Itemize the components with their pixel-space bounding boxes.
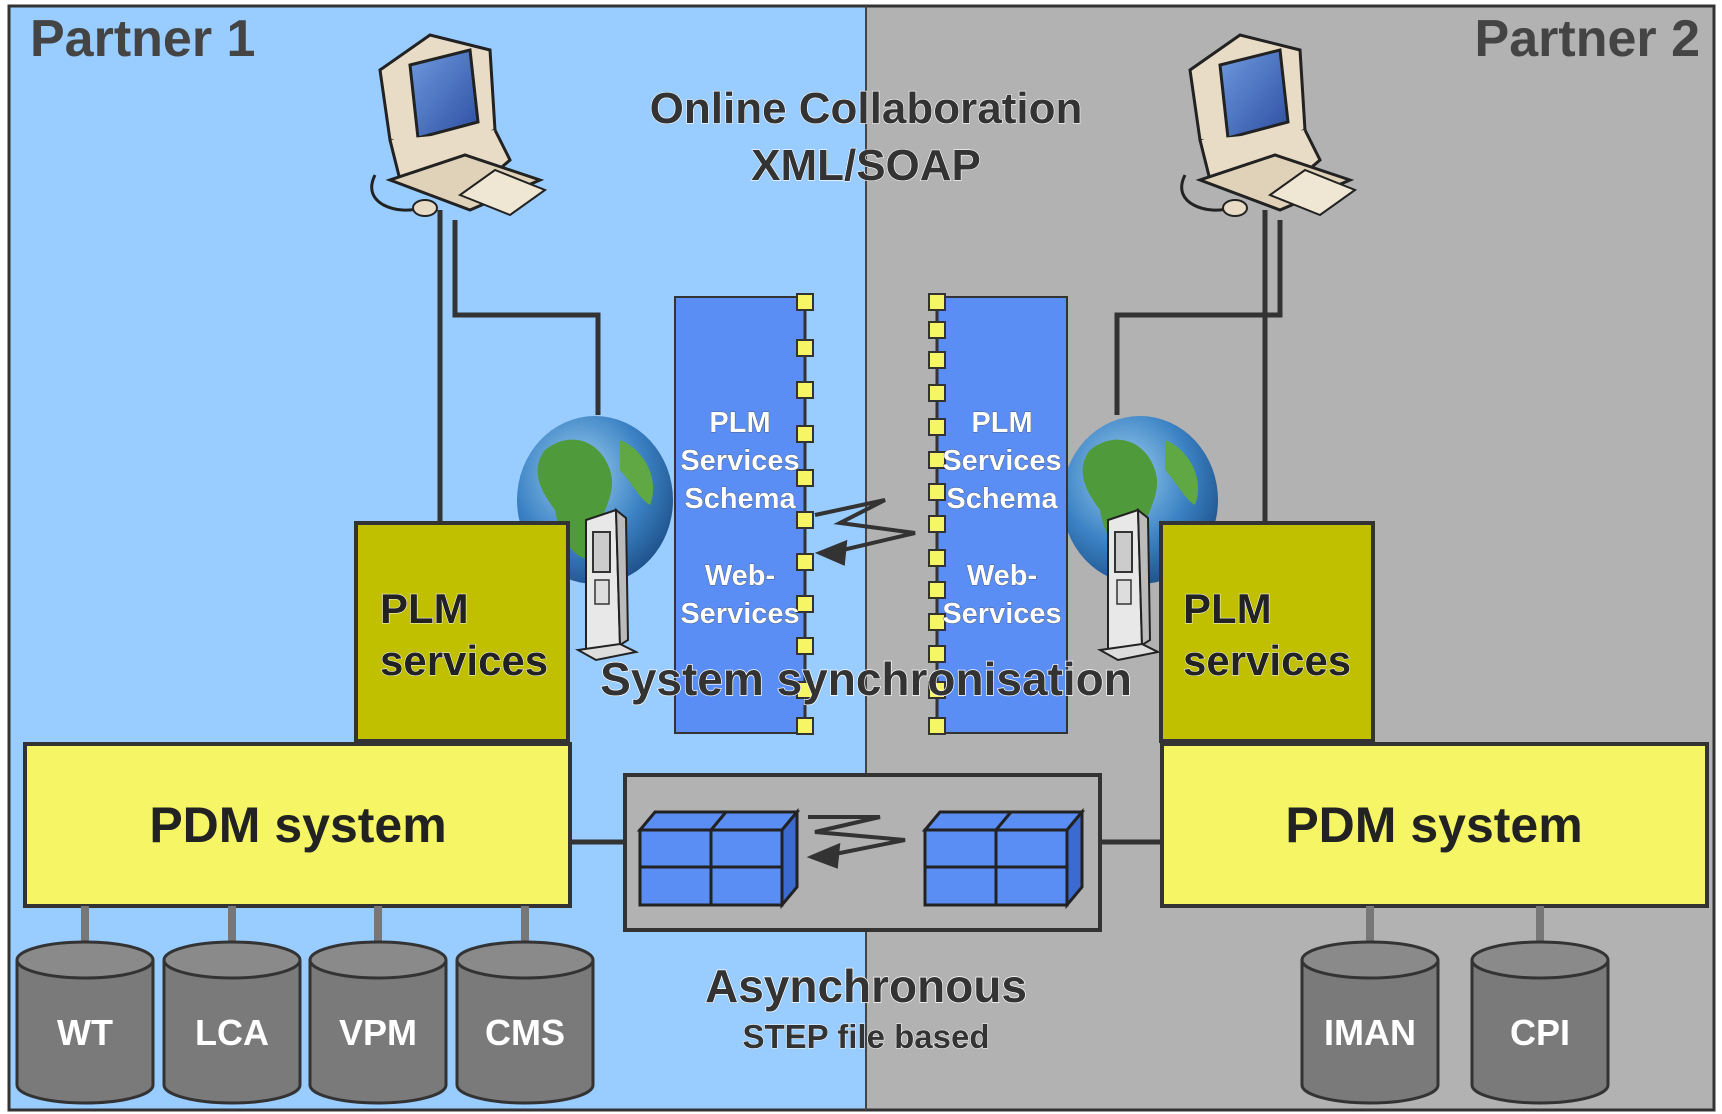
schema-left-line5: Services — [680, 598, 799, 630]
connector-port-left-10 — [796, 717, 814, 735]
plm-services-box-right — [1159, 521, 1375, 743]
connector-port-right-6 — [928, 483, 946, 501]
schema-left-line3: Schema — [684, 483, 796, 515]
schema-right-line4: Web- — [967, 560, 1037, 592]
connector-port-left-5 — [796, 511, 814, 529]
exchange-arrow-icon-sync — [814, 498, 916, 566]
connector-port-left-9 — [796, 681, 814, 699]
connector-port-left-2 — [796, 381, 814, 399]
schema-right-line3: Schema — [946, 483, 1058, 515]
pdm-box-right — [1160, 742, 1709, 908]
pdm-right-label: PDM system — [1285, 797, 1582, 853]
computer-icon-left — [370, 33, 548, 217]
connector-port-right-7 — [928, 515, 946, 533]
connector-port-right-1 — [928, 321, 946, 339]
connector-port-left-7 — [796, 595, 814, 613]
database-label-left-3: CMS — [485, 1012, 565, 1053]
schema-right-line1: PLM — [971, 407, 1032, 439]
connector-port-right-3 — [928, 384, 946, 402]
database-label-left-0: WT — [57, 1012, 113, 1053]
database-label-right-1: CPI — [1510, 1012, 1570, 1053]
database-label-left-1: LCA — [195, 1012, 269, 1053]
connector-port-left-1 — [796, 339, 814, 357]
connector-port-left-3 — [796, 425, 814, 443]
schema-panel-right — [936, 296, 1068, 734]
computer-icon-right — [1180, 33, 1358, 217]
database-icon-right-1: CPI — [1470, 906, 1610, 1105]
file-package-icon-right — [921, 807, 1086, 910]
sync-label: System synchronisation — [600, 653, 1132, 705]
database-icon-left-3: CMS — [455, 906, 595, 1105]
schema-panel-left — [674, 296, 806, 734]
online-collab-title: Online Collaboration — [650, 84, 1083, 133]
connector-port-left-4 — [796, 469, 814, 487]
connector-port-right-13 — [928, 717, 946, 735]
async-title: Asynchronous — [705, 960, 1027, 1012]
partner2-title: Partner 2 — [1475, 10, 1700, 68]
async-subtitle: STEP file based — [743, 1018, 990, 1055]
connector-port-left-0 — [796, 293, 814, 311]
pdm-left-label: PDM system — [149, 797, 446, 853]
database-icon-left-1: LCA — [162, 906, 302, 1105]
plm-right-line2: services — [1183, 637, 1351, 684]
connector-port-right-8 — [928, 549, 946, 567]
connector-port-right-9 — [928, 581, 946, 599]
connector-port-right-12 — [928, 681, 946, 699]
connector-port-right-5 — [928, 451, 946, 469]
partner1-title: Partner 1 — [30, 10, 255, 68]
connector-port-right-4 — [928, 418, 946, 436]
connector-port-right-11 — [928, 645, 946, 663]
connector-port-right-2 — [928, 351, 946, 369]
plm-services-box-left — [354, 521, 570, 743]
database-icon-right-0: IMAN — [1300, 906, 1440, 1105]
schema-left-line4: Web- — [705, 560, 775, 592]
server-icon-left — [574, 507, 640, 662]
database-icon-left-2: VPM — [308, 906, 448, 1105]
database-label-left-2: VPM — [339, 1012, 417, 1053]
schema-left-line1: PLM — [709, 407, 770, 439]
online-collab-protocol: XML/SOAP — [751, 141, 981, 190]
plm-left-line1: PLM — [380, 585, 469, 632]
database-label-right-0: IMAN — [1324, 1012, 1416, 1053]
plm-right-line1: PLM — [1183, 585, 1272, 632]
file-package-icon-left — [636, 807, 801, 910]
connector-port-left-8 — [796, 637, 814, 655]
schema-right-line5: Services — [942, 598, 1061, 630]
connector-port-right-10 — [928, 613, 946, 631]
server-icon-right — [1096, 507, 1162, 662]
schema-right-line2: Services — [942, 445, 1061, 477]
connector-port-right-0 — [928, 293, 946, 311]
connector-port-left-6 — [796, 553, 814, 571]
schema-left-line2: Services — [680, 445, 799, 477]
database-icon-left-0: WT — [15, 906, 155, 1105]
plm-left-line2: services — [380, 637, 548, 684]
pdm-box-left — [23, 742, 572, 908]
exchange-arrow-icon-async — [806, 815, 906, 869]
